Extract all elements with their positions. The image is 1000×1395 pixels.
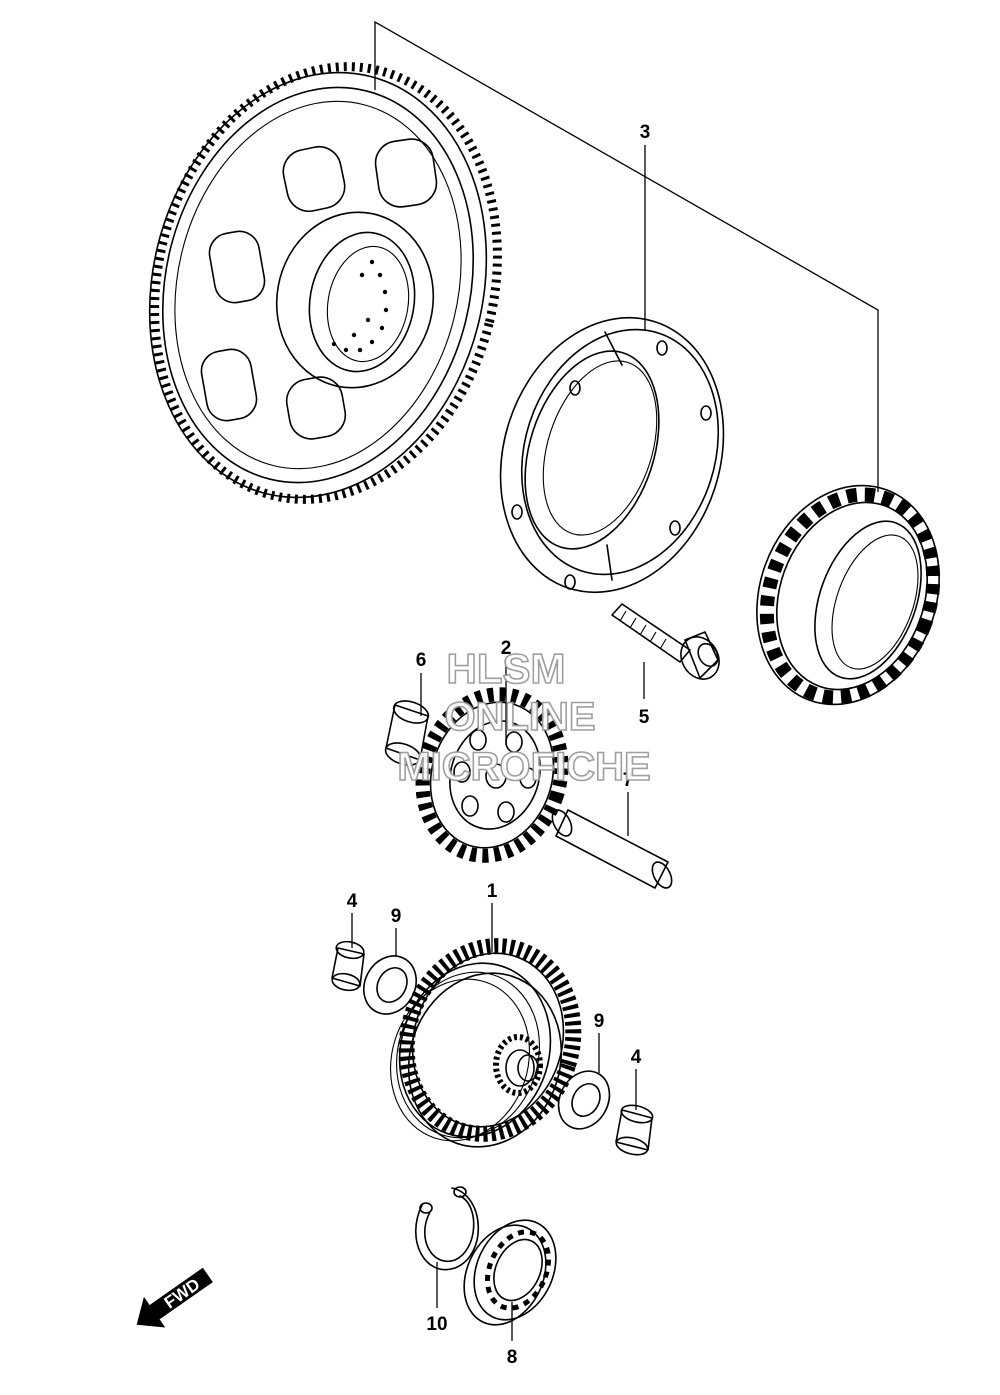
starter-idle-gear[interactable] [402, 676, 582, 874]
callout-5: 5 [639, 707, 650, 728]
washer-right[interactable] [549, 1062, 620, 1138]
circlip[interactable] [415, 1186, 480, 1271]
callout-4-right: 4 [631, 1047, 642, 1068]
watermark-line-1: HLSM [447, 645, 566, 692]
fwd-arrow: FWD [136, 1267, 213, 1328]
bolt[interactable] [611, 603, 727, 686]
starter-driven-gear[interactable] [106, 30, 542, 536]
callout-10: 10 [426, 1314, 447, 1335]
one-way-clutch[interactable] [727, 460, 969, 731]
callout-labels: 3 2 6 5 7 4 9 1 9 4 10 8 [347, 122, 651, 1368]
bearing[interactable] [449, 1207, 572, 1338]
idle-gear-shaft[interactable] [548, 807, 675, 891]
starter-clutch-housing[interactable] [466, 288, 758, 621]
bushing-left[interactable] [331, 939, 366, 992]
idle-gear-bushing[interactable] [383, 697, 431, 769]
starter-clutch-assy[interactable] [370, 924, 597, 1167]
watermark-line-3: MICROFICHE [397, 745, 650, 789]
leader-lines [351, 20, 879, 1341]
bushing-right[interactable] [615, 1102, 655, 1157]
callout-9-left: 9 [391, 906, 402, 927]
callout-8: 8 [507, 1347, 518, 1368]
callout-3: 3 [640, 122, 651, 143]
callout-1: 1 [487, 881, 498, 902]
callout-7: 7 [623, 770, 634, 791]
callout-9-right: 9 [594, 1011, 605, 1032]
callout-2: 2 [501, 638, 512, 659]
watermark: HLSM ONLINE MICROFICHE [397, 644, 652, 790]
washer-left[interactable] [354, 947, 426, 1023]
watermark-line-2: ONLINE [444, 695, 595, 739]
callout-6: 6 [416, 650, 427, 671]
callout-4-left: 4 [347, 891, 358, 912]
